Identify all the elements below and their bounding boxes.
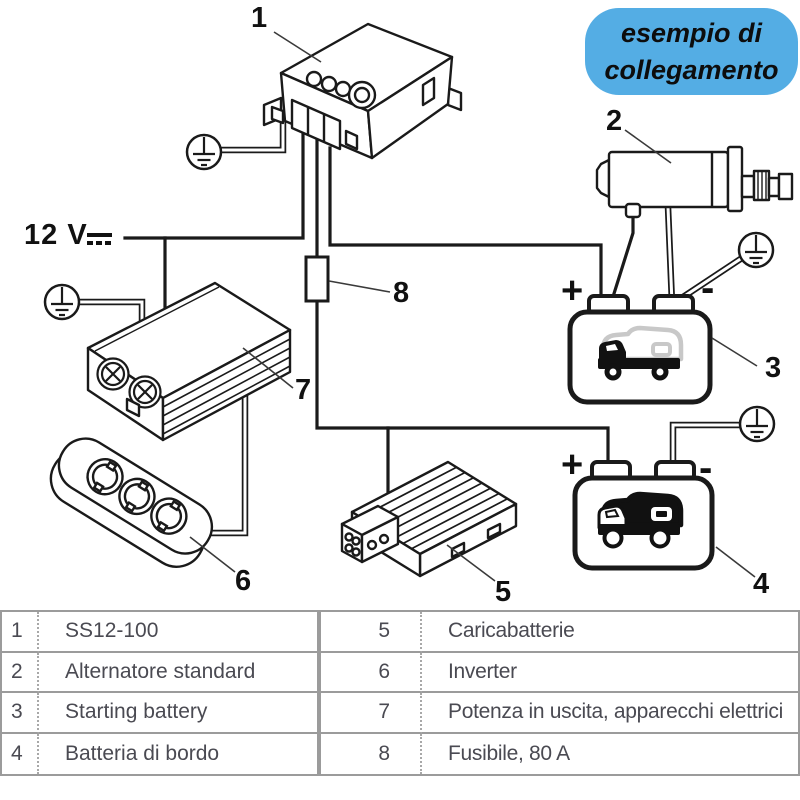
shaft-end [777, 172, 794, 201]
callout-6: 6 [235, 565, 252, 597]
legend-label-4: Batteria di bordo [39, 733, 321, 774]
legend-num-2: 2 [2, 652, 39, 693]
legend-num-6: 6 [321, 652, 422, 693]
aux-connector [344, 129, 359, 151]
connection-example-badge: esempio di collegamento [585, 8, 798, 95]
power-strip [49, 437, 214, 568]
callout-1: 1 [251, 2, 268, 34]
ground-icon [43, 283, 81, 321]
bplus-terminal [624, 202, 642, 219]
legend-num-8: 8 [321, 733, 422, 774]
cable-board-battery-ground [671, 423, 742, 469]
legend-label-5: Caricabatterie [422, 612, 798, 653]
starting-battery [567, 294, 713, 405]
callout-2: 2 [606, 105, 623, 137]
start-battery-minus-label: - [701, 266, 715, 310]
legend-num-3: 3 [2, 693, 39, 734]
badge-line-2: collegamento [604, 54, 779, 85]
terminal-block [340, 504, 400, 564]
leader-8 [328, 280, 391, 293]
legend-num-7: 7 [321, 693, 422, 734]
callout-5: 5 [495, 576, 512, 608]
led-1 [305, 70, 323, 88]
legend-table: 1 SS12-100 5 Caricabatterie 2 Alternator… [0, 610, 800, 776]
ground-tab [270, 105, 285, 125]
legend-label-3: Starting battery [39, 693, 321, 734]
wiring-diagram [43, 22, 794, 582]
leader-3 [711, 337, 758, 367]
alternator-device [595, 145, 794, 219]
cable-alternator-neg [666, 205, 674, 305]
legend-label-2: Alternatore standard [39, 652, 321, 693]
ground-icon [738, 405, 776, 443]
inverter-device [86, 281, 292, 442]
cable-inverter-output [203, 388, 247, 535]
led-2 [320, 75, 338, 93]
wire-to-start-battery [328, 146, 603, 304]
outlet-port [125, 397, 141, 418]
callout-8: 8 [393, 277, 410, 309]
wire-12v-feed [123, 131, 305, 240]
callout-3: 3 [765, 352, 782, 384]
charger-device [340, 460, 518, 578]
legend-label-1: SS12-100 [39, 612, 321, 653]
board-battery-minus-label: - [699, 446, 713, 490]
callout-7: 7 [295, 374, 312, 406]
legend-num-5: 5 [321, 612, 422, 653]
legend-num-1: 1 [2, 612, 39, 653]
socket-icon [150, 497, 188, 535]
socket-icon [86, 458, 124, 496]
rear-cap [595, 158, 611, 199]
ss12-100-device [262, 22, 463, 160]
leader-5 [446, 544, 496, 582]
leader-6 [189, 536, 236, 573]
badge-line-1: esempio di [620, 17, 763, 48]
legend-label-8: Fusibile, 80 A [448, 741, 570, 765]
dc-supply-label: 12 V [24, 219, 88, 251]
start-battery-plus-label: + [561, 270, 584, 312]
camper-icon-outline [598, 325, 684, 381]
callout-4: 4 [753, 568, 770, 600]
legend-label-6: Inverter [422, 653, 798, 693]
cable-wires [75, 118, 747, 537]
leader-1 [273, 31, 322, 63]
dc-symbol-icon [87, 233, 112, 245]
leader-2 [624, 129, 672, 164]
cable-unit-ground [219, 120, 285, 152]
mount-tab [486, 522, 502, 540]
leader-lines [189, 31, 758, 582]
ground-icon [185, 133, 223, 171]
legend-label-7: Potenza in uscita, apparecchi elettrici [422, 693, 798, 734]
fan-icon [128, 375, 162, 409]
board-battery-plus-label: + [561, 444, 584, 486]
leader-7 [242, 347, 294, 389]
fan-icon [96, 357, 130, 391]
camper-icon-filled [597, 491, 684, 549]
socket-icon [118, 477, 156, 516]
ground-icon [737, 231, 775, 269]
wire-alternator-bplus [609, 213, 635, 303]
legend-num-4: 4 [2, 733, 39, 774]
leader-4 [715, 546, 756, 578]
pulley-plate [726, 145, 744, 213]
fuse [304, 255, 330, 303]
board-battery [572, 460, 715, 571]
side-slot [421, 76, 436, 107]
mount-tab [450, 541, 466, 559]
